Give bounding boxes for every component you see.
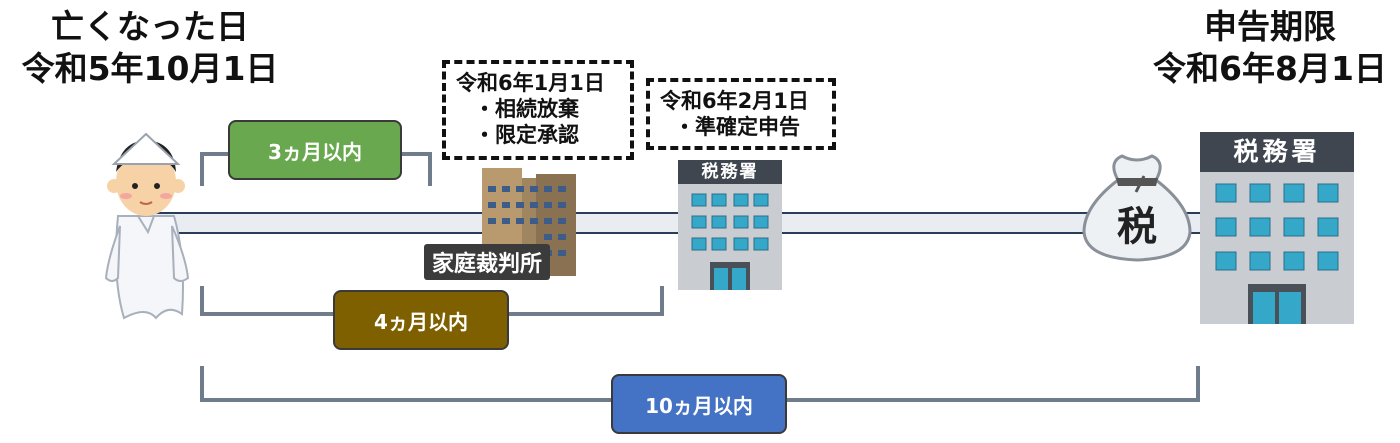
renunciation-box: 令和6年1月1日 ・相続放棄 ・限定承認 — [442, 60, 634, 160]
renunciation-date: 令和6年1月1日 — [456, 71, 605, 95]
period-10-months: 10ヵ月以内 — [611, 374, 787, 434]
deadline-heading: 申告期限 令和6年8月1日 — [1140, 6, 1400, 90]
deadline-date: 令和6年8月1日 — [1153, 49, 1387, 88]
ghost-person-icon — [104, 132, 190, 320]
death-date: 令和5年10月1日 — [21, 49, 279, 88]
deadline-title: 申告期限 — [1204, 7, 1336, 46]
final-return-box: 令和6年2月1日 ・準確定申告 — [646, 78, 836, 150]
tax-office-icon: 税務署 — [678, 160, 782, 290]
tax-office-small-sign: 税務署 — [678, 160, 782, 184]
period-3-months: 3ヵ月以内 — [228, 120, 402, 180]
court-label: 家庭裁判所 — [424, 244, 551, 280]
tax-office-large-icon: 税務署 — [1200, 132, 1354, 324]
death-heading: 亡くなった日 令和5年10月1日 — [0, 6, 300, 90]
final-return-date: 令和6年2月1日 — [660, 89, 809, 113]
tax-bag-icon: 税 — [1082, 154, 1192, 262]
tax-bag-label: 税 — [1117, 204, 1157, 250]
period-3-label: 3ヵ月以内 — [268, 139, 362, 164]
death-title: 亡くなった日 — [51, 7, 249, 46]
limited-approval-item: ・限定承認 — [474, 123, 579, 147]
tax-office-large-sign: 税務署 — [1200, 132, 1354, 172]
final-return-item: ・準確定申告 — [674, 115, 800, 139]
renunciation-item: ・相続放棄 — [474, 97, 579, 121]
period-4-label: 4ヵ月以内 — [374, 309, 468, 334]
period-10-label: 10ヵ月以内 — [645, 393, 753, 418]
period-4-months: 4ヵ月以内 — [333, 290, 509, 350]
